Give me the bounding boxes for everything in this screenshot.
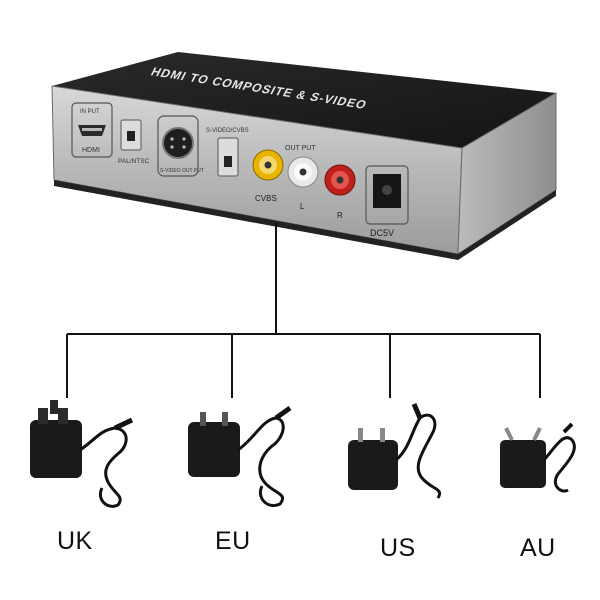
hdmi-label: HDMI [82, 147, 100, 154]
rca-cvbs-jack: CVBS [252, 149, 284, 203]
device-top [52, 52, 556, 148]
output-label: OUT PUT [285, 145, 316, 152]
uk-label: UK [57, 527, 93, 555]
connector-tree [66, 223, 541, 398]
us-label: US [380, 534, 416, 562]
eu-label: EU [215, 527, 251, 555]
left-channel-label: L [300, 202, 305, 211]
us-power-adapter-icon [348, 403, 441, 499]
uk-power-adapter-icon [30, 400, 134, 508]
converter-box: HDMI TO COMPOSITE & S-VIDEO IN PUT HDMI … [51, 52, 557, 260]
hdmi-input-port: IN PUT HDMI [71, 102, 113, 158]
svideo-output-port: S-VIDEO OUT PUT [157, 115, 204, 177]
pal-ntsc-switch: PAL/NTSC [118, 119, 150, 165]
eu-power-adapter-icon [188, 405, 292, 507]
switch-label: PAL/NTSC [118, 158, 150, 165]
right-channel-label: R [337, 211, 343, 220]
input-label: IN PUT [80, 109, 100, 115]
svideo-cvbs-label: S-VIDEO/CVBS [206, 128, 249, 134]
rca-right-jack: R [324, 164, 356, 220]
cvbs-label: CVBS [255, 194, 277, 203]
dc-power-jack: DC5V [365, 165, 409, 238]
au-label: AU [520, 534, 556, 562]
dc-label: DC5V [370, 228, 394, 238]
au-power-adapter-icon [500, 422, 576, 493]
svideo-cvbs-selector: S-VIDEO/CVBS [206, 128, 249, 177]
rca-left-jack: L [287, 156, 319, 211]
svideo-label: S-VIDEO OUT PUT [160, 168, 204, 174]
